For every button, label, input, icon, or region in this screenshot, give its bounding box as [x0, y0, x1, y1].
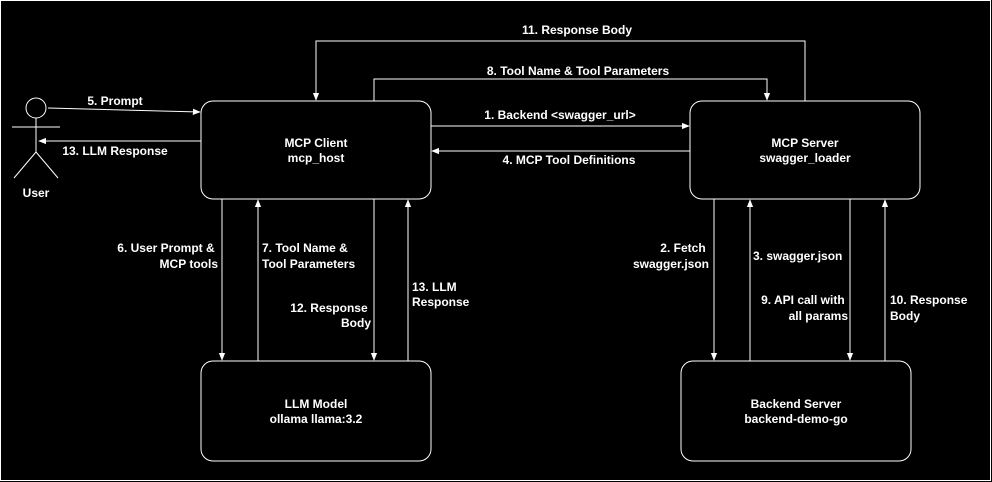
- edge-1-label: 1. Backend <swagger_url>: [484, 108, 635, 122]
- edge-11-label: 11. Response Body: [522, 23, 632, 37]
- backend-server-node[interactable]: Backend Server backend-demo-go: [680, 360, 912, 462]
- edge-6-label: 6. User Prompt & MCP tools: [117, 241, 218, 271]
- edge-8-label: 8. Tool Name & Tool Parameters: [487, 64, 670, 78]
- mcp-server-node[interactable]: MCP Server swagger_loader: [689, 100, 921, 200]
- edge-3-label: 3. swagger.json: [753, 249, 842, 263]
- backend-subtitle: backend-demo-go: [744, 412, 847, 426]
- edge-12-label: 12. Response Body: [290, 301, 371, 330]
- edge-10-label: 10. Response Body: [890, 293, 971, 323]
- mcp-client-title: MCP Client: [284, 136, 347, 150]
- llm-model-node[interactable]: LLM Model ollama llama:3.2: [200, 360, 432, 462]
- edge-13a-label: 13. LLM Response: [62, 144, 168, 158]
- edge-8-line: [373, 78, 771, 101]
- mcp-server-title: MCP Server: [771, 136, 838, 150]
- llm-model-title: LLM Model: [285, 397, 348, 411]
- edge-13b-label: 13. LLM Response: [412, 280, 470, 309]
- user-label: User: [23, 186, 50, 200]
- mcp-client-subtitle: mcp_host: [288, 151, 345, 165]
- edge-2-label: 2. Fetch swagger.json: [633, 241, 709, 271]
- edge-4-label: 4. MCP Tool Definitions: [503, 153, 636, 167]
- edge-5-label: 5. Prompt: [87, 94, 142, 108]
- edge-9-label: 9. API call with all params: [761, 293, 848, 323]
- mcp-client-node[interactable]: MCP Client mcp_host: [200, 100, 432, 200]
- user-actor: User: [12, 97, 60, 200]
- edge-7-label: 7. Tool Name & Tool Parameters: [262, 241, 355, 271]
- llm-model-subtitle: ollama llama:3.2: [270, 412, 363, 426]
- mcp-server-subtitle: swagger_loader: [759, 151, 851, 165]
- edge-5-line: [47, 107, 201, 116]
- edge-11-line: [312, 40, 806, 101]
- backend-title: Backend Server: [751, 397, 842, 411]
